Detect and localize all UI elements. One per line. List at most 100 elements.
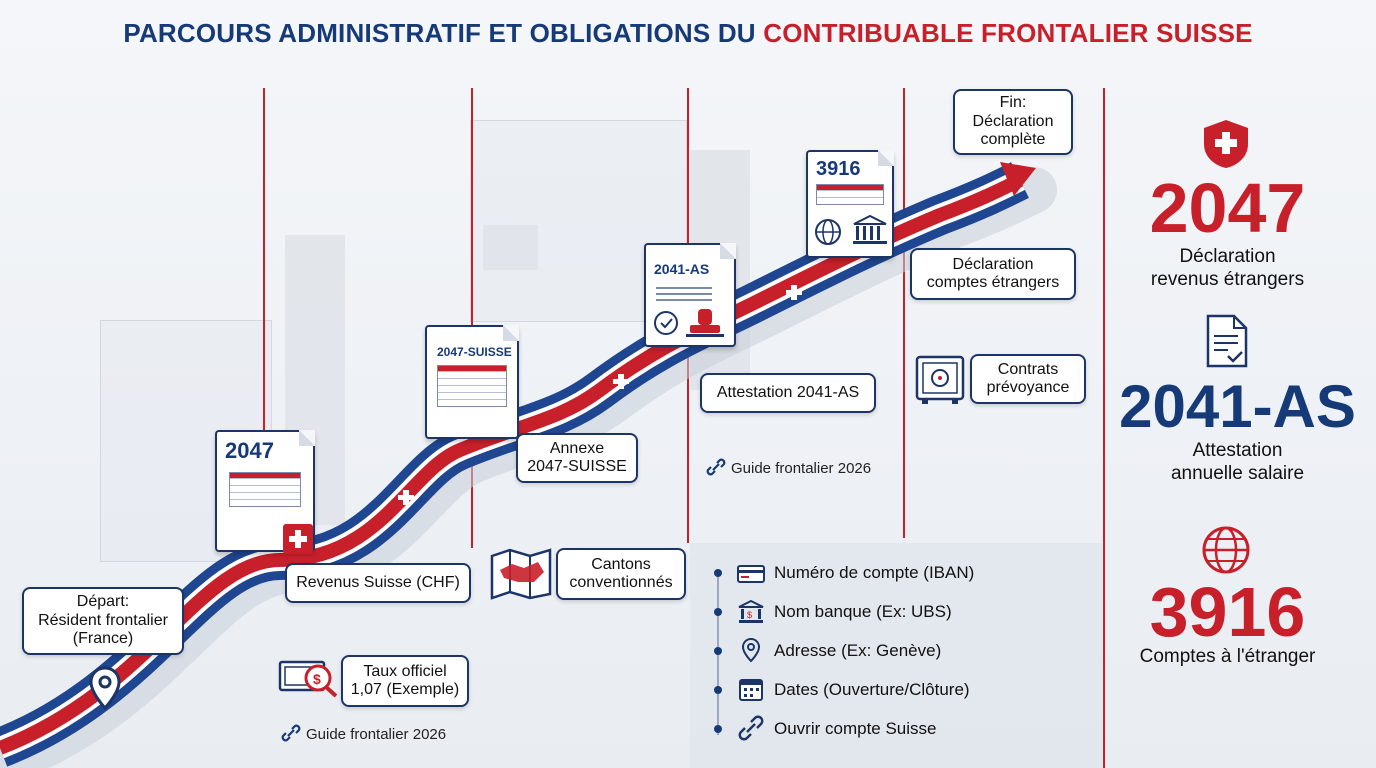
start-line-1: Départ: bbox=[76, 593, 130, 611]
location-icon bbox=[741, 637, 761, 663]
sidebar-code-2047: 2047 bbox=[1149, 169, 1306, 247]
fin-line-2: Déclaration bbox=[972, 112, 1054, 130]
calendar-icon bbox=[739, 679, 763, 701]
revenus-label: Revenus Suisse (CHF) bbox=[296, 573, 460, 591]
declaration-comptes-line-2: comptes étrangers bbox=[926, 274, 1060, 291]
list-item: Adresse (Ex: Genève) bbox=[774, 641, 942, 660]
doc-lines bbox=[656, 287, 712, 289]
document-2041-as: 2041-AS bbox=[644, 243, 736, 347]
stamp-icon bbox=[654, 309, 724, 337]
doc-2047-suisse-table bbox=[437, 365, 507, 407]
bank-icon: $ bbox=[738, 599, 764, 623]
swiss-map-icon bbox=[490, 548, 552, 600]
contrats-line-1: Contrats bbox=[997, 360, 1059, 378]
doc-2041-as-code: 2041-AS bbox=[654, 261, 710, 277]
fin-bubble: Fin: Déclaration complète bbox=[953, 89, 1073, 155]
title-part-1: PARCOURS ADMINISTRATIF ET OBLIGATIONS DU bbox=[123, 18, 756, 48]
doc-2047-table bbox=[229, 472, 301, 507]
divider-1 bbox=[263, 88, 265, 528]
annexe-line-1: Annexe bbox=[549, 439, 605, 457]
cantons-line-2: conventionnés bbox=[569, 574, 673, 591]
doc-3916-code: 3916 bbox=[816, 158, 861, 180]
fin-line-3: complète bbox=[980, 131, 1046, 149]
money-magnifier-icon: $ bbox=[278, 660, 338, 698]
card-icon bbox=[737, 565, 765, 583]
list-item-link[interactable]: Ouvrir compte Suisse bbox=[774, 719, 937, 738]
fin-line-1: Fin: bbox=[999, 94, 1027, 112]
document-check-icon bbox=[1206, 314, 1248, 368]
cantons-bubble: Cantons conventionnés bbox=[556, 548, 686, 600]
list-item: Dates (Ouverture/Clôture) bbox=[774, 680, 970, 699]
list-connector bbox=[717, 575, 719, 735]
svg-text:$: $ bbox=[747, 610, 752, 620]
sidebar-label-2047: Déclaration revenus étrangers bbox=[1105, 246, 1350, 292]
link-icon bbox=[738, 715, 764, 741]
declaration-comptes-bubble: Déclaration comptes étrangers bbox=[910, 248, 1076, 300]
arrow-head bbox=[1000, 162, 1036, 196]
sidebar-2041-line-2: annuelle salaire bbox=[1170, 462, 1305, 484]
document-2047: 2047 bbox=[215, 430, 315, 554]
taux-line-2: 1,07 (Exemple) bbox=[350, 681, 460, 698]
attestation-bubble: Attestation 2041-AS bbox=[700, 373, 876, 413]
svg-text:$: $ bbox=[313, 671, 321, 687]
declaration-comptes-line-1: Déclaration bbox=[952, 255, 1034, 273]
sidebar-code-3916: 3916 bbox=[1149, 573, 1306, 651]
location-pin-icon bbox=[89, 666, 121, 710]
link-icon bbox=[281, 724, 301, 742]
contrats-bubble: Contrats prévoyance bbox=[970, 354, 1086, 404]
globe-bank-icon bbox=[815, 214, 887, 245]
document-3916: 3916 bbox=[806, 150, 894, 258]
account-details-list: Numéro de compte (IBAN) $ Nom banque (Ex… bbox=[690, 543, 1102, 768]
annexe-line-2: 2047-SUISSE bbox=[527, 458, 627, 475]
attestation-label: Attestation 2041-AS bbox=[716, 383, 860, 401]
sidebar-code-2041-as: 2041-AS bbox=[1119, 373, 1356, 440]
sidebar-3916-line-1: Comptes à l'étranger bbox=[1139, 646, 1316, 667]
start-line-3: (France) bbox=[72, 630, 134, 648]
sidebar-2047-line-2: revenus étrangers bbox=[1150, 268, 1305, 290]
swiss-flag-icon bbox=[283, 524, 313, 554]
sidebar-label-3916: Comptes à l'étranger bbox=[1105, 646, 1350, 669]
list-dot bbox=[714, 647, 722, 655]
annexe-bubble: Annexe 2047-SUISSE bbox=[516, 433, 638, 483]
doc-fold bbox=[720, 243, 736, 259]
road-crosses bbox=[398, 285, 802, 505]
divider-2 bbox=[471, 88, 473, 548]
list-dot bbox=[714, 608, 722, 616]
start-bubble: Départ: Résident frontalier (France) bbox=[22, 587, 184, 655]
divider-4 bbox=[903, 88, 905, 538]
start-line-2: Résident frontalier bbox=[38, 611, 168, 629]
guide-link-1-label: Guide frontalier 2026 bbox=[306, 726, 447, 743]
contrats-line-2: prévoyance bbox=[986, 379, 1070, 396]
doc-2047-suisse-code: 2047-SUISSE bbox=[437, 345, 512, 359]
doc-fold bbox=[878, 150, 894, 166]
guide-link-2-label: Guide frontalier 2026 bbox=[731, 460, 872, 477]
doc-3916-table bbox=[816, 184, 884, 205]
doc-fold bbox=[503, 325, 519, 341]
sidebar-2041-line-1: Attestation bbox=[1192, 440, 1283, 461]
safe-icon bbox=[915, 355, 965, 404]
list-dot bbox=[714, 725, 722, 733]
sidebar-label-2041-as: Attestation annuelle salaire bbox=[1105, 440, 1370, 486]
link-icon bbox=[706, 458, 726, 476]
swiss-shield-icon bbox=[1204, 120, 1248, 168]
taux-bubble: Taux officiel 1,07 (Exemple) bbox=[341, 655, 469, 707]
guide-link-1[interactable]: Guide frontalier 2026 bbox=[280, 724, 446, 743]
globe-icon bbox=[1202, 526, 1250, 574]
list-dot bbox=[714, 569, 722, 577]
bg-building-2 bbox=[483, 225, 538, 270]
title-part-2: CONTRIBUABLE FRONTALIER SUISSE bbox=[763, 18, 1253, 48]
list-item: Numéro de compte (IBAN) bbox=[774, 563, 975, 582]
document-2047-suisse: 2047-SUISSE bbox=[425, 325, 519, 439]
doc-2047-code: 2047 bbox=[225, 438, 274, 463]
divider-5 bbox=[1103, 88, 1105, 768]
page-title: PARCOURS ADMINISTRATIF ET OBLIGATIONS DU… bbox=[0, 18, 1376, 49]
guide-link-2[interactable]: Guide frontalier 2026 bbox=[705, 458, 871, 477]
cantons-line-1: Cantons bbox=[591, 555, 651, 573]
taux-line-1: Taux officiel bbox=[363, 662, 447, 680]
list-dot bbox=[714, 686, 722, 694]
sidebar-2047-line-1: Déclaration bbox=[1179, 246, 1276, 267]
doc-fold bbox=[299, 430, 315, 446]
list-item: Nom banque (Ex: UBS) bbox=[774, 602, 952, 621]
revenus-bubble: Revenus Suisse (CHF) bbox=[285, 563, 471, 603]
